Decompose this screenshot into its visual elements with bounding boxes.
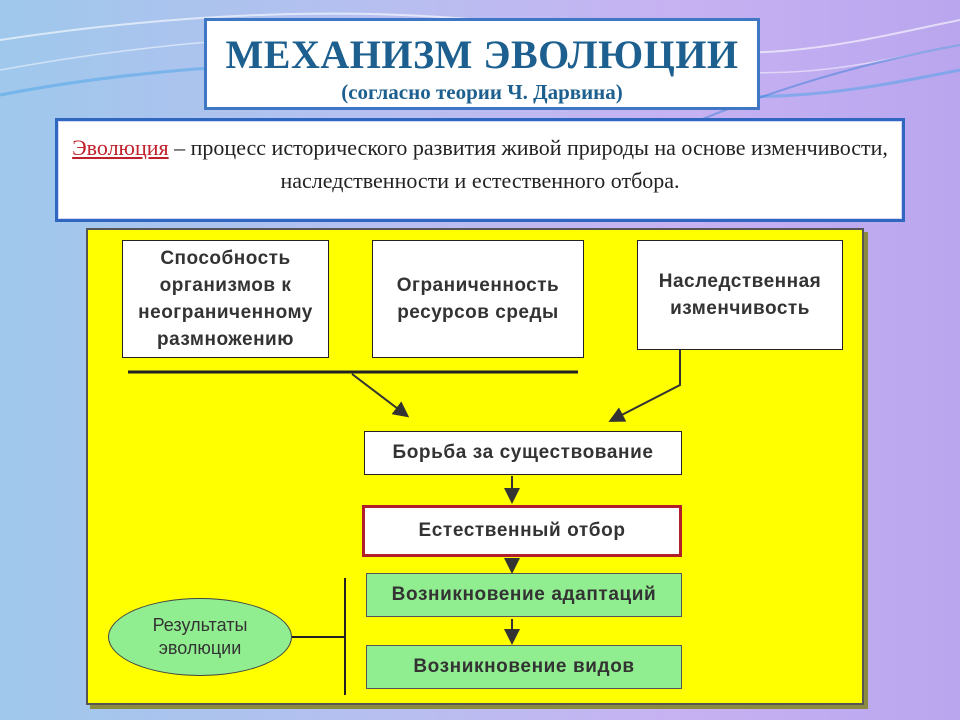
definition-box: Эволюция – процесс исторического развити… — [55, 118, 905, 222]
step-adaptations: Возникновение адаптаций — [366, 573, 682, 617]
step-adaptations-label: Возникновение адаптаций — [391, 584, 657, 605]
factor-resources: Ограниченность ресурсов среды — [372, 240, 584, 358]
step-species: Возникновение видов — [366, 645, 682, 689]
step-natural-selection-label: Естественный отбор — [418, 520, 626, 541]
definition-text: Эволюция – процесс исторического развити… — [72, 131, 888, 197]
factor-heredity-label: Наследственная изменчивость — [658, 271, 822, 319]
step-natural-selection: Естественный отбор — [362, 505, 682, 557]
step-species-label: Возникновение видов — [413, 656, 635, 677]
page-subtitle: (согласно теории Ч. Дарвина) — [341, 80, 623, 104]
step-struggle: Борьба за существование — [364, 431, 682, 475]
page-title: МЕХАНИЗМ ЭВОЛЮЦИИ — [225, 32, 739, 77]
results-ellipse: Результаты эволюции — [108, 598, 292, 676]
factor-reproduction: Способность организмов к неограниченному… — [122, 240, 329, 358]
definition-body: – процесс исторического развития живой п… — [168, 135, 888, 193]
factor-reproduction-label: Способность организмов к неограниченному… — [138, 248, 313, 350]
results-label: Результаты эволюции — [152, 615, 248, 658]
title-box: МЕХАНИЗМ ЭВОЛЮЦИИ (согласно теории Ч. Да… — [204, 18, 760, 110]
factor-resources-label: Ограниченность ресурсов среды — [396, 275, 560, 323]
definition-term: Эволюция — [72, 135, 169, 160]
step-struggle-label: Борьба за существование — [392, 442, 654, 463]
factor-heredity: Наследственная изменчивость — [637, 240, 843, 350]
